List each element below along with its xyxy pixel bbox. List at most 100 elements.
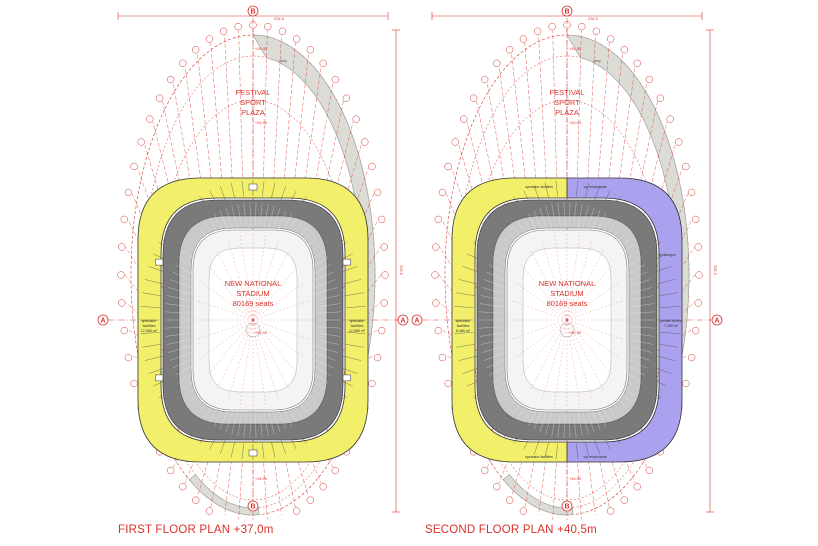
- grid-bubble: [444, 162, 452, 171]
- stair-core: [342, 374, 351, 382]
- grid-bubble: [493, 483, 501, 491]
- top-level: +34.00: [569, 46, 582, 51]
- grid-bubble: [124, 188, 133, 197]
- grid-line: [498, 66, 519, 204]
- stadium-label: STADIUM: [550, 289, 583, 298]
- grid-marker-right: A: [397, 314, 409, 326]
- right-zone-label: 12,080 m²: [349, 329, 366, 333]
- grid-marker-left: A: [97, 314, 109, 326]
- left-zone-label: 8,480 m²: [456, 329, 471, 333]
- grid-bubble: [506, 46, 514, 54]
- grid-bubble: [373, 353, 382, 362]
- grid-bubble: [682, 162, 690, 171]
- grid-bubble: [434, 326, 442, 335]
- grid-bubble: [292, 507, 301, 515]
- grid-bubble: [695, 271, 703, 279]
- grid-bubble: [352, 115, 360, 123]
- grid-bubble: [167, 466, 175, 475]
- grid-bubble: [578, 22, 586, 31]
- grid-bubble: [438, 188, 447, 197]
- yellow-concourse: [137, 177, 369, 463]
- grid-bubble: [460, 115, 468, 123]
- grid-line: [238, 30, 243, 183]
- grid-line: [587, 454, 596, 515]
- grid-bubble: [481, 75, 489, 84]
- ramp-label: ramp: [593, 59, 601, 63]
- grid-bubble: [264, 22, 272, 31]
- grid-marker-left-label: A: [100, 318, 105, 325]
- grid-line: [597, 42, 610, 190]
- grid-bubble: [606, 35, 615, 43]
- grid-line: [224, 35, 233, 186]
- top-right-zone-label: vip restaurants: [584, 185, 607, 189]
- grid-bubble: [118, 299, 126, 307]
- grid-bubble: [378, 215, 386, 224]
- grid-bubble: [342, 94, 350, 102]
- grid-line: [552, 457, 557, 520]
- plaza-level: +34.00: [255, 120, 268, 125]
- grid-bubble: [682, 379, 690, 388]
- top-dimension-value: 234.0: [274, 16, 285, 21]
- grid-bubble: [432, 299, 440, 307]
- grid-bubble: [620, 496, 628, 504]
- grid-bubble: [117, 271, 125, 279]
- left-zone-label: 12,080 m²: [141, 329, 158, 333]
- right-zone-label: private boxes: [660, 319, 682, 323]
- grid-bubble: [694, 299, 702, 307]
- right-zone-label: 7,285 m²: [664, 324, 679, 328]
- grid-bubble: [470, 94, 478, 102]
- grid-line: [273, 454, 282, 515]
- plaza-label: SPORT: [240, 98, 266, 107]
- stair-core: [248, 449, 258, 457]
- grid-bubble: [130, 379, 138, 388]
- grid-line: [210, 42, 223, 190]
- lower-stand: [492, 215, 642, 425]
- grid-bubble: [620, 46, 628, 54]
- grid-bubble: [192, 496, 200, 504]
- grid-line: [224, 454, 233, 515]
- grid-line: [273, 35, 282, 186]
- grid-bubble: [319, 59, 327, 67]
- grid-marker-right-label: A: [714, 318, 719, 325]
- grid-line: [263, 457, 268, 520]
- grid-line: [524, 42, 537, 190]
- plan-labels: FESTIVALSPORTPLAZA+34.00+34.00+34.00NEW …: [141, 46, 366, 481]
- grid-bubble: [167, 75, 175, 84]
- grid-bubble: [633, 483, 641, 491]
- stair-core: [342, 258, 351, 266]
- grid-marker-bottom: B: [247, 500, 259, 512]
- grid-bubble: [331, 75, 339, 84]
- plaza-label: PLAZA: [241, 108, 265, 117]
- plan-labels: FESTIVALSPORTPLAZA+34.00+34.00+34.00NEW …: [456, 46, 682, 481]
- grid-bubble: [481, 466, 489, 475]
- stadium-field: [192, 229, 314, 411]
- grid-bubble: [331, 466, 339, 475]
- grid-bubble: [432, 243, 440, 251]
- grid-bubble: [381, 271, 389, 279]
- grid-marker-right: A: [711, 314, 723, 326]
- grid-line: [615, 66, 636, 204]
- grid-bubble: [645, 75, 653, 84]
- side-dimension-value: 335.0: [713, 265, 718, 276]
- stair-core: [155, 374, 164, 382]
- grid-bubble: [179, 59, 187, 67]
- grid-bubble: [380, 299, 388, 307]
- grid-bubble: [120, 326, 128, 335]
- stadium-label: 80169 seats: [233, 299, 274, 308]
- concourse-ring: [137, 177, 369, 463]
- grid-bubble: [633, 59, 641, 67]
- grid-bubble: [533, 27, 542, 35]
- grid-bubble: [675, 138, 683, 146]
- plan-caption: FIRST FLOOR PLAN +37,0m: [118, 524, 274, 536]
- bottom-left-zone-label: spectator facilities: [525, 455, 553, 459]
- grid-line: [538, 35, 547, 186]
- grid-line: [577, 457, 582, 520]
- grid-bubble: [192, 46, 200, 54]
- grid-line: [552, 30, 557, 183]
- concourse-ring: [451, 177, 683, 463]
- grid-bubble: [156, 94, 164, 102]
- grid-marker-bottom: B: [561, 500, 573, 512]
